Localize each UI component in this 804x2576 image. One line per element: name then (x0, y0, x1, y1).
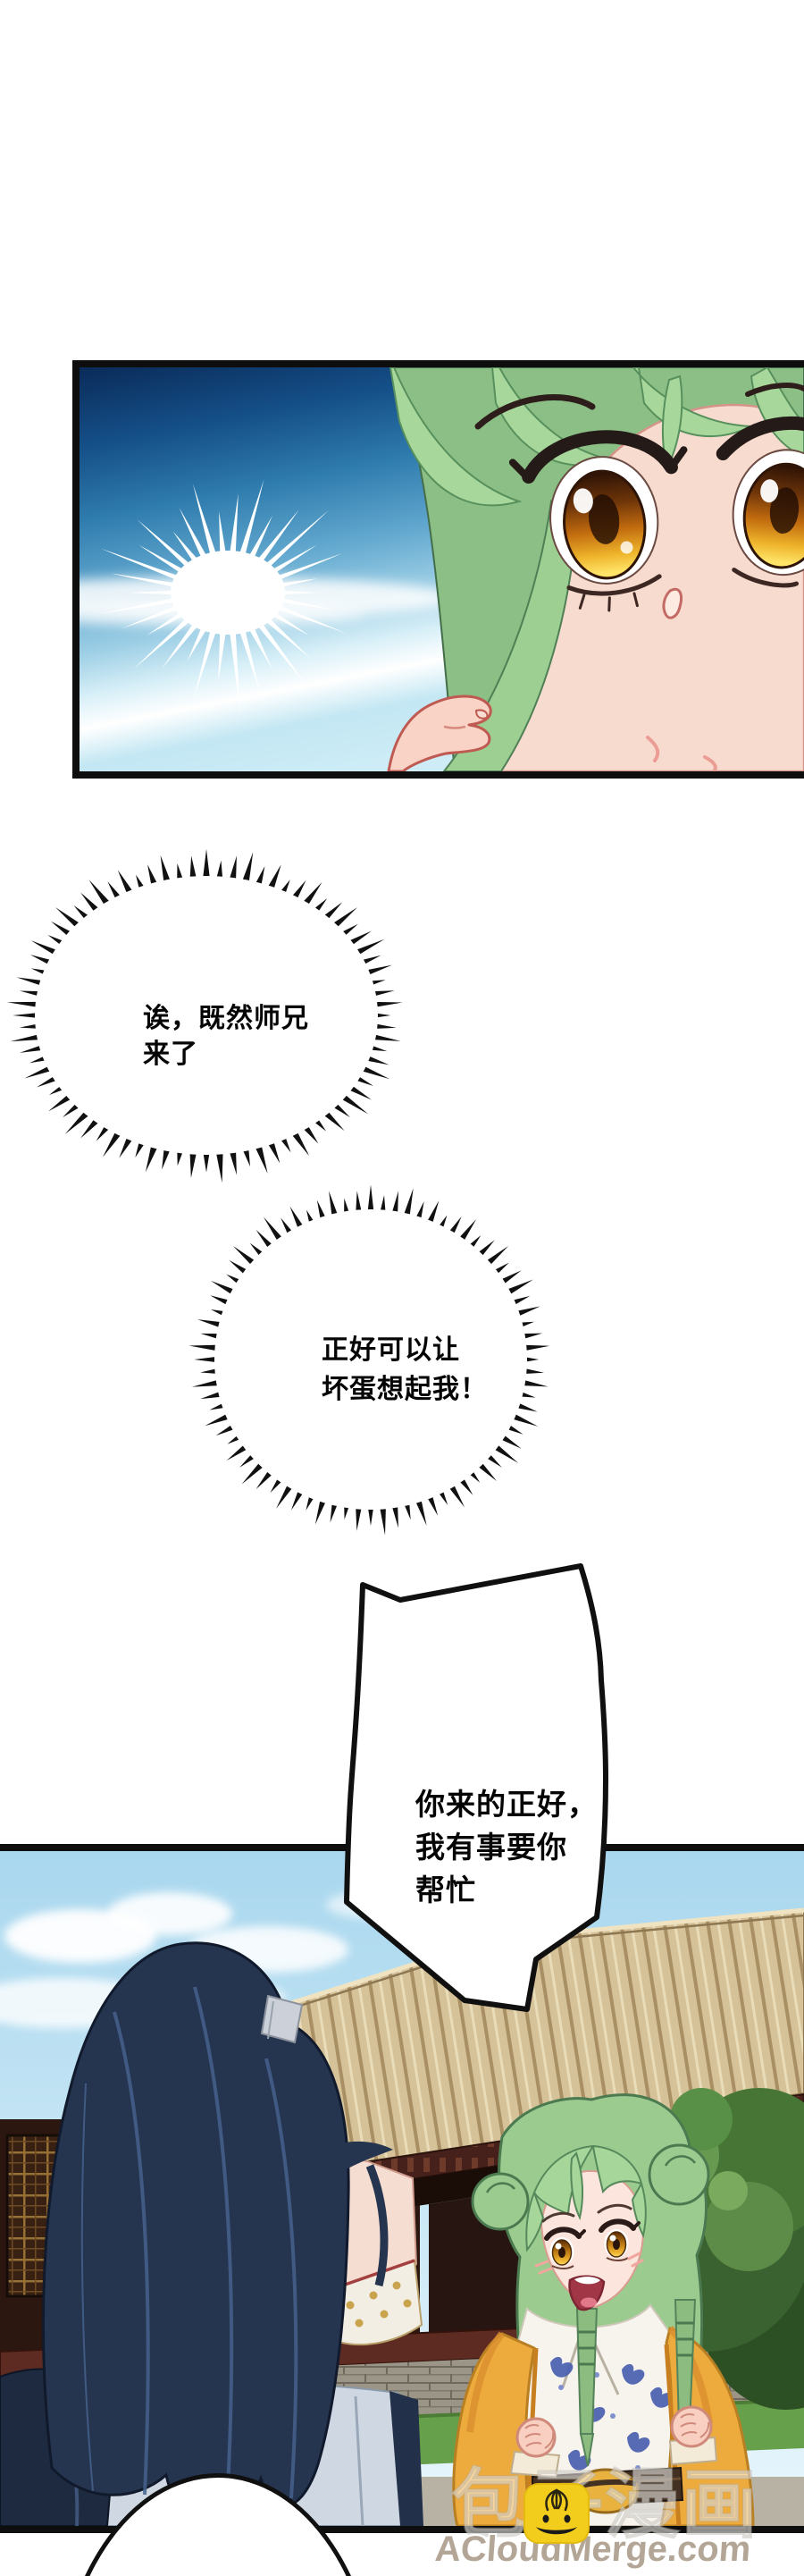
hair-side-lock (442, 499, 578, 771)
girl-mouth-open (568, 2275, 606, 2311)
girl-eye-left (544, 2227, 586, 2269)
speech-bubble-burst-2: 正好可以让 坏蛋想起我！ (188, 1184, 550, 1536)
flash-starburst (97, 479, 348, 715)
panel-closeup-sky (72, 360, 804, 779)
eyebrow-left (474, 394, 596, 430)
eyebrow-right (745, 383, 804, 397)
girl-eye-right (599, 2218, 641, 2261)
sweat-drop (662, 587, 683, 619)
eye-right (716, 416, 804, 588)
robe-yellow-left (452, 2332, 536, 2526)
girl-bangs (525, 2144, 647, 2252)
hair-bun-left (471, 2172, 530, 2231)
character-girl (452, 2093, 755, 2526)
girl-eyebrows (541, 2203, 632, 2223)
panel1-art (80, 367, 804, 771)
girl-fists (515, 2405, 713, 2458)
speech-bubble-angular: 你来的正好， 我有事要你 帮忙 (331, 1555, 616, 2020)
eye-left (508, 430, 688, 612)
baozi-mascot-icon (523, 2483, 590, 2544)
bun-swirl (545, 2488, 568, 2512)
blue-floral-motifs (550, 2356, 674, 2471)
watermark-site-text: ACloudMerge.com (433, 2530, 752, 2569)
tiled-watermark-text: 包子漫画 (450, 2462, 759, 2547)
girl-blush (534, 2252, 644, 2275)
hair-bangs (389, 367, 804, 507)
hair-tassels (575, 2299, 697, 2467)
hair-bun-right (648, 2143, 710, 2206)
speech-bubble-burst-1: 诶，既然师兄 来了 (6, 848, 403, 1183)
bubble2-text: 正好可以让 坏蛋想起我！ (322, 1335, 488, 1404)
hand (387, 695, 492, 771)
blush-lines (646, 736, 717, 771)
bubble1-text: 诶，既然师兄 来了 (143, 1004, 309, 1069)
bubble3-text: 你来的正好， 我有事要你 帮忙 (415, 1788, 598, 1907)
